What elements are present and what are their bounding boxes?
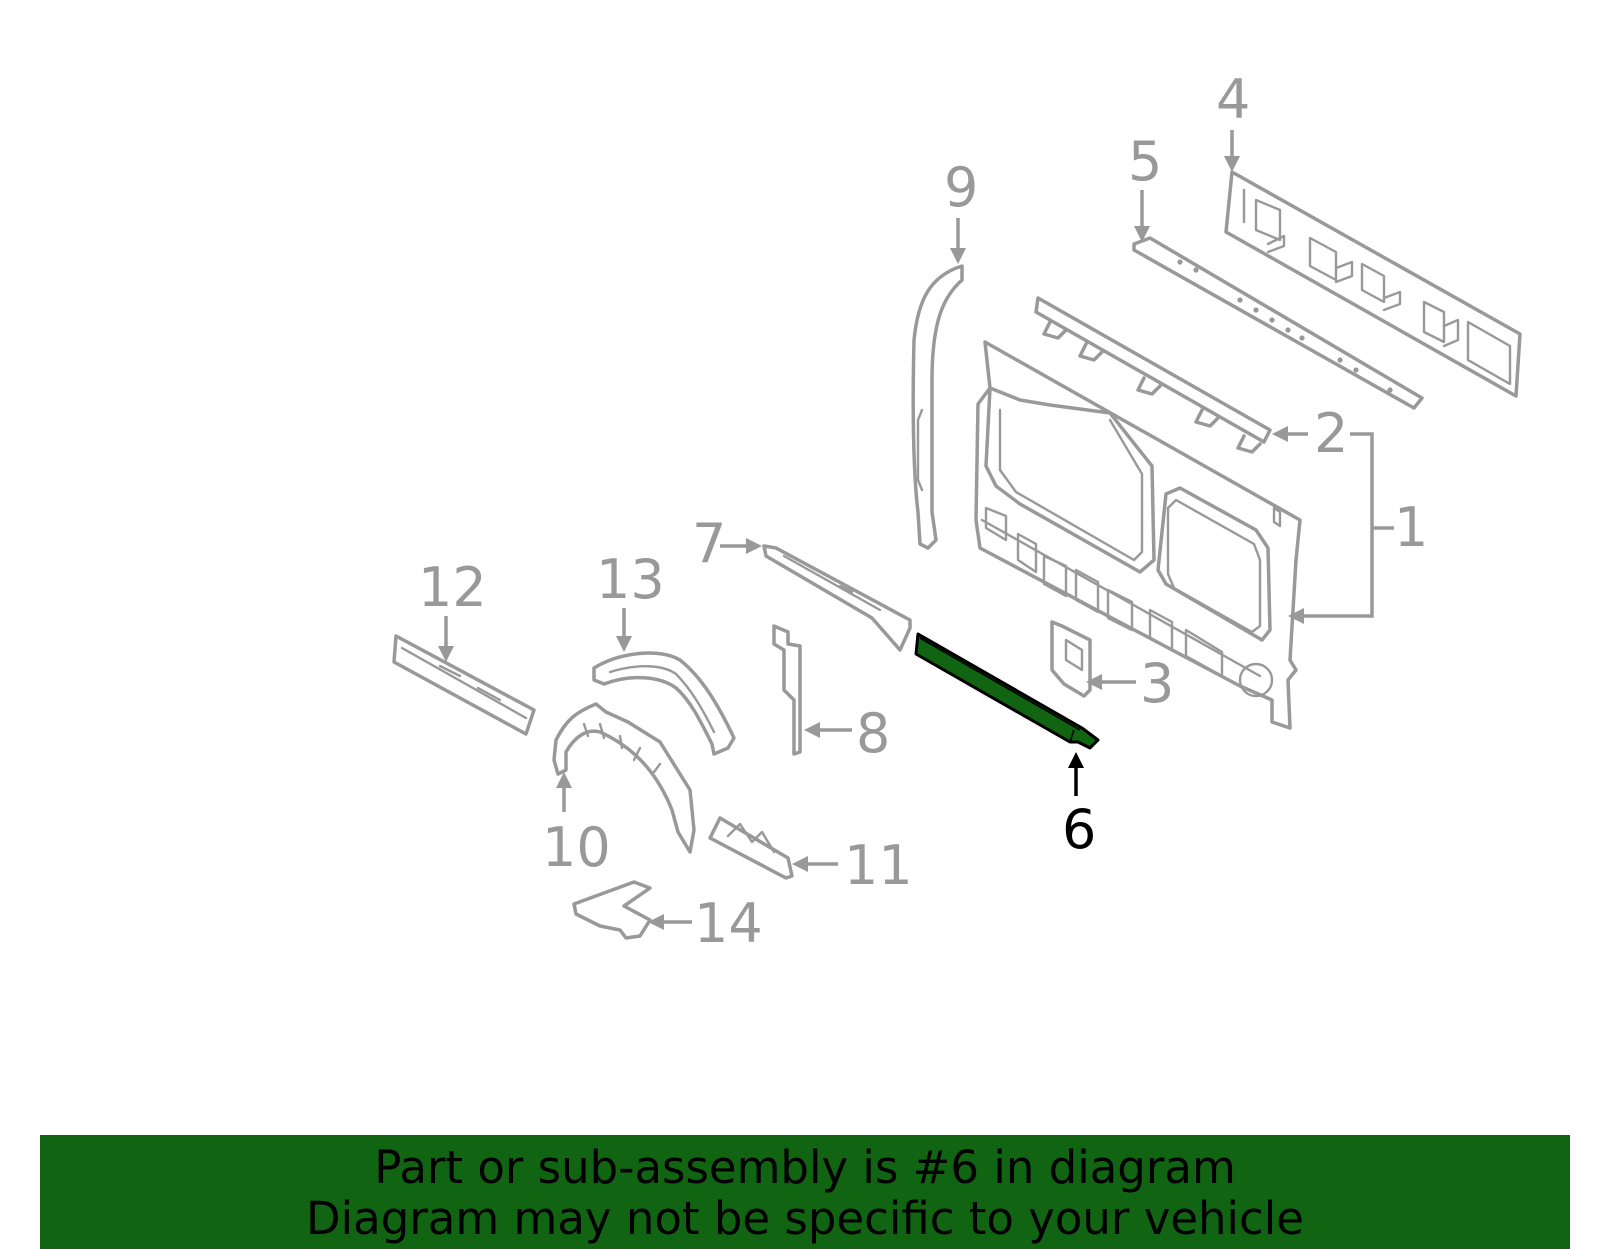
- part-6-sill-bar-highlighted[interactable]: [914, 632, 1100, 750]
- part-7-diagonal-rail[interactable]: [762, 544, 912, 652]
- callout-14: 14: [694, 892, 763, 955]
- callout-3: 3: [1140, 652, 1174, 715]
- callout-13: 13: [596, 548, 665, 611]
- callout-2: 2: [1314, 402, 1348, 465]
- part-9-curved-pillar[interactable]: [911, 264, 964, 550]
- part-5-perforated-strip[interactable]: [1132, 236, 1424, 410]
- callout-7: 7: [692, 512, 726, 575]
- callout-5: 5: [1128, 130, 1162, 193]
- info-banner: Part or sub-assembly is #6 in diagram Di…: [40, 1135, 1570, 1249]
- callout-6-highlighted: 6: [1062, 798, 1096, 861]
- callout-10: 10: [542, 816, 611, 879]
- callout-11: 11: [844, 834, 913, 897]
- callout-8: 8: [856, 702, 890, 765]
- part-3-bracket[interactable]: [1050, 620, 1092, 698]
- callout-4: 4: [1216, 68, 1250, 131]
- banner-line-part-number: Part or sub-assembly is #6 in diagram: [374, 1141, 1236, 1194]
- part-12-side-rail[interactable]: [392, 634, 536, 736]
- part-10-inner-wheel-arch[interactable]: [552, 702, 696, 854]
- part-5-holes: [1177, 259, 1393, 393]
- part-11-lower-bracket[interactable]: [708, 816, 794, 880]
- callout-9: 9: [944, 156, 978, 219]
- part-8-vertical-bracket[interactable]: [772, 624, 802, 756]
- part-13-outer-wheel-arch[interactable]: [592, 651, 736, 756]
- part-4-header-panel[interactable]: [1224, 170, 1522, 398]
- part-1-back-panel[interactable]: [974, 340, 1302, 730]
- callout-12: 12: [418, 556, 487, 619]
- banner-line-disclaimer: Diagram may not be specific to your vehi…: [306, 1192, 1304, 1245]
- leader-lines: [438, 130, 1394, 930]
- callout-1: 1: [1394, 496, 1428, 559]
- callout-labels: 1 2 3 4 5 6 7 8 9 10 11 12 13 14: [418, 68, 1428, 955]
- part-14-flat-bracket[interactable]: [572, 880, 652, 940]
- part-2-upper-rail[interactable]: [1034, 296, 1272, 454]
